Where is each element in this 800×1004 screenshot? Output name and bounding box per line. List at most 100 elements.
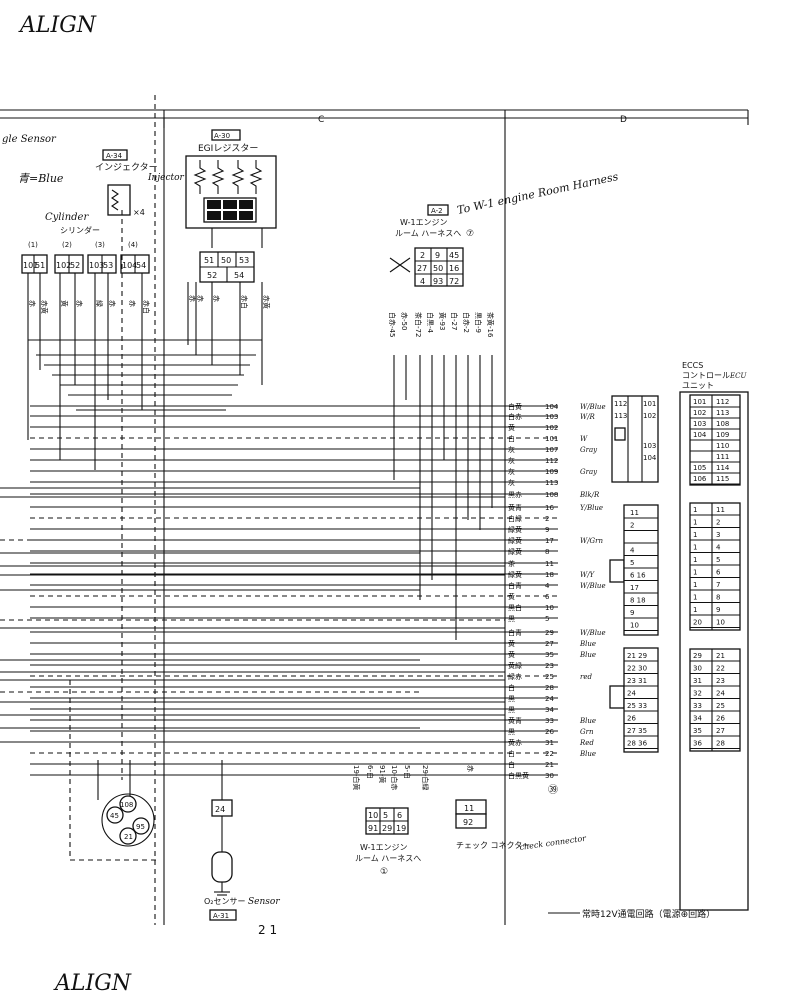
eccs-pin: 1 [693,556,697,564]
eccs-note: ECU [729,372,747,380]
eccs-pin: 36 [693,740,702,748]
wire-color-label: 黄 [508,423,515,432]
injector-connector-index-1: (1) [28,241,38,249]
g2-pin: 9 [630,609,634,617]
eccs-pin: 3 [716,531,720,539]
wire-color-label: 黄 [508,650,515,659]
g2-pin: 17 [630,584,639,592]
wire-pin-label: 33 [545,717,554,725]
eccs-grid-frame [689,502,741,631]
g2-pin: 6 16 [630,572,646,580]
eccs-pin: 21 [716,652,725,660]
eccs-pin: 35 [693,727,702,735]
injector-note-cylinder: Cylinder [45,212,89,223]
eccs-pin: 1 [693,569,697,577]
o2-pin: 24 [215,805,225,814]
wire-pin-label: 22 [545,750,554,758]
injector-pin: 52 [70,261,80,270]
g2-pin: 4 [630,547,635,555]
wire-pin-label: 26 [545,728,554,736]
wire-note: Blue [579,640,596,648]
eccs-pin: 111 [716,453,729,461]
injector-connector-index-2: (2) [62,241,72,249]
resistor-pin: 50 [221,256,231,265]
eccs-pin: 105 [693,464,706,472]
injector-pin: 103 [89,261,104,270]
round-pin: 21 [124,833,133,841]
top-wire-label: 黒白-9 [474,312,483,333]
g2-pin: 2 [630,522,634,530]
w1-top-pin: 4 [420,277,425,286]
egi-resistor-label: EGIレジスター [198,143,258,154]
bottom-wire-label: 10-白赤 [390,765,399,790]
g3-pin: 24 [627,690,636,698]
wire-pin-label: 103 [545,413,558,421]
wire-pin-label: 17 [545,537,554,545]
w1-top-tag: A-2 [431,207,443,215]
top-wire-label: 茶白-72 [414,312,423,337]
g1-pin: 113 [614,412,627,420]
eccs-pin: 31 [693,677,702,685]
w1-bottom-pin: 19 [396,824,406,833]
eccs-pin: 1 [693,594,697,602]
wire-color-label: 白 [508,434,515,443]
wire-pin-label: 107 [545,446,558,454]
injector-pin: 54 [136,261,146,270]
bottom-wire-label: 6-白 [366,765,375,779]
wire-note: W/Blue [580,629,606,637]
eccs-title2: コントロール [682,371,730,380]
eccs-pin: 28 [716,740,725,748]
eccs-pin: 20 [693,619,702,627]
wire-color-label: 黄 [508,592,515,601]
g1-pin: 104 [643,454,657,462]
footer-legend: 常時12V通電回路（電源⊕回路） ㊴ 2 1 [258,784,715,937]
wire-color-label: 緑赤 [508,672,522,681]
w1-bottom-label2: ルーム ハーネスへ [355,854,421,863]
top-wire-label: 白黒-4 [426,312,435,334]
wire-color-label: 白 [508,760,515,769]
eccs-pin: 25 [716,702,725,710]
wire-note: Blue [579,750,596,758]
top-wire-labels: 白赤-45 赤-50 茶白-72 白黒-4 黄-93 白-27 白赤-2 黒白-… [388,312,495,640]
injector-wire-label: 赤白 [142,300,151,314]
eccs-pin: 109 [716,431,729,439]
injector-pin: 51 [35,261,45,270]
w1-top-pin: 16 [449,264,459,273]
wire-color-label: 白青 [508,581,522,590]
wire-note: W/Grn [580,537,603,545]
w1-bottom-pin: 91 [368,824,378,833]
wire-color-label: 白黒黄 [508,771,529,780]
wire-note: W/Y [580,571,596,579]
wire-color-label: 灰 [508,467,515,476]
wire-color-label: 茶 [508,559,515,568]
eccs-pin: 33 [693,702,702,710]
eccs-pin: 114 [716,464,730,472]
wire-color-label: 黄青 [508,503,522,512]
injector-sub-label: シリンダー [60,225,100,235]
eccs-pin: 1 [693,519,697,527]
wire-pin-label: 8 [545,548,549,556]
column-label-c: C [318,115,324,125]
g3-pin: 25 33 [627,702,647,710]
resistor-wire-label: 赤 [188,295,196,302]
wire-note: W/Blue [580,403,606,411]
wire-color-label: 白 [508,683,515,692]
eccs-pin: 102 [693,409,706,417]
injector-coil [107,184,131,216]
wire-pin-label: 104 [545,403,559,411]
eccs-pin: 6 [716,569,721,577]
eccs-pin: 4 [716,544,721,552]
wire-color-label: 灰 [508,478,515,487]
resistor-wire-label: 赤 [212,295,220,302]
injector-connector-index-4: (4) [128,241,138,249]
check-connector: 11 92 チェック コネクター check connector [455,799,588,852]
g2-pin: 10 [630,622,639,630]
eccs-pin: 104 [693,431,707,439]
wire-pin-label: 35 [545,651,554,659]
eccs-pin: 22 [716,665,725,673]
wire-color-label: 白赤 [508,412,522,421]
